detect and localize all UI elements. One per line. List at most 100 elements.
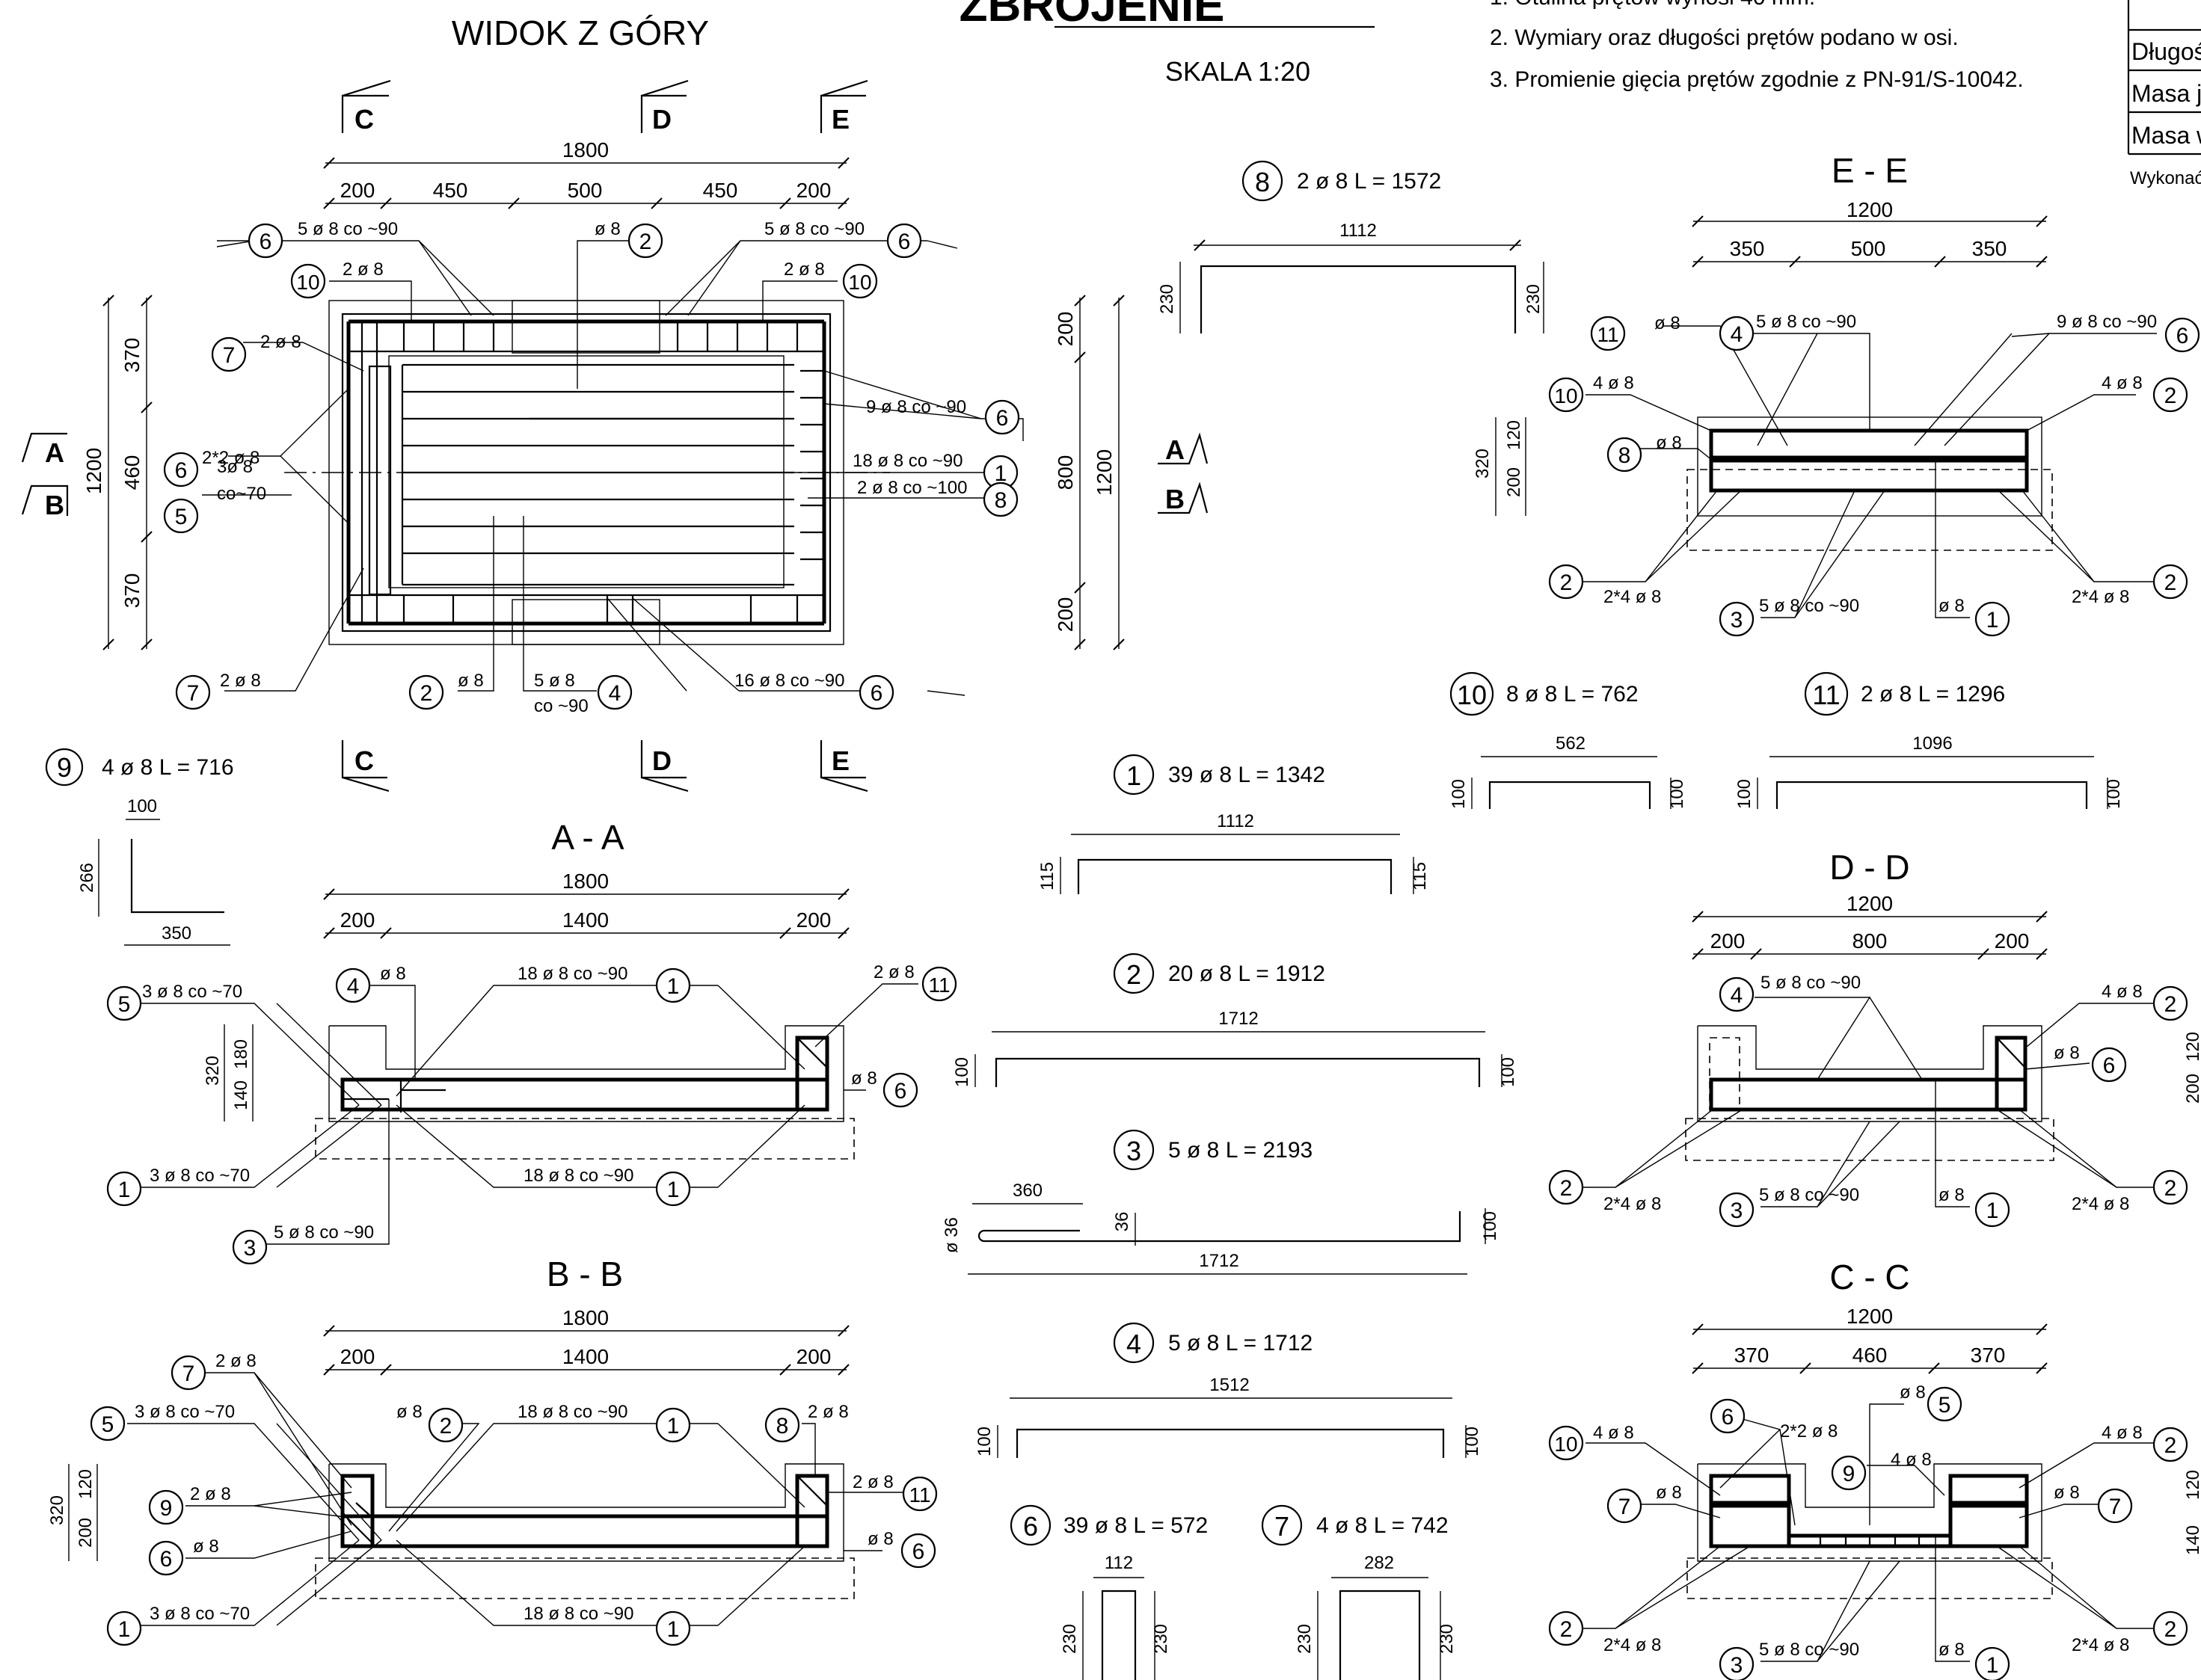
callout-11: 11 — [1590, 316, 1626, 351]
tv-label-4a: 5 ø 8 — [534, 671, 575, 691]
svg-text:9: 9 — [1843, 1462, 1855, 1486]
bar-2-number: 2 — [1126, 959, 1141, 990]
bar-10: 10 8 ø 8 L = 762 562 100 100 — [1449, 671, 1687, 809]
callout-1: 1 — [106, 1171, 142, 1207]
section-ee-title: E - E — [1832, 151, 1908, 190]
cc-label-7b: ø 8 — [2054, 1483, 2080, 1503]
tv-label-4b: co ~90 — [534, 696, 589, 716]
ee-label-1: ø 8 — [1938, 596, 1965, 616]
bar-2-dim-1: 1712 — [1218, 1009, 1258, 1029]
bar-3-dim-1: 360 — [1013, 1181, 1043, 1201]
callout-1: 1 — [1974, 601, 2010, 637]
bb-dim-6: 200 — [76, 1518, 96, 1548]
bar-3-number: 3 — [1126, 1136, 1141, 1166]
ee-label-10: 4 ø 8 — [1593, 373, 1634, 393]
bar-1-dim-3: 115 — [1410, 862, 1430, 890]
tv-label-6d: 9 ø 8 co ~90 — [866, 397, 966, 417]
cc-label-5: ø 8 — [1900, 1382, 1926, 1403]
aa-dim-1: 200 — [340, 908, 375, 932]
callout-8: 8 — [983, 481, 1019, 517]
bar-4-dim-1: 1512 — [1209, 1375, 1249, 1395]
cc-dim-5: 140 — [2183, 1525, 2201, 1555]
dim-left-3: 370 — [120, 573, 144, 609]
callout-9: 9 — [148, 1489, 184, 1525]
tv-label-6c: 2*2 ø 8 — [202, 448, 260, 468]
svg-text:B: B — [1165, 484, 1185, 514]
bb-dim-4: 320 — [47, 1495, 67, 1525]
bar-1-spec: 39 ø 8 L = 1342 — [1168, 763, 1325, 787]
callout-6: 6 — [882, 1072, 918, 1108]
callout-5: 5 — [1927, 1386, 1962, 1422]
bb-dim-5: 120 — [76, 1469, 96, 1499]
cc-dim-4: 120 — [2183, 1470, 2201, 1500]
callout-2: 2 — [428, 1407, 464, 1443]
svg-text:6: 6 — [894, 1079, 907, 1104]
cc-dim-total: 1200 — [1847, 1305, 1893, 1328]
cc-label-2c: 2*4 ø 8 — [2072, 1635, 2129, 1655]
callout-1: 1 — [655, 1171, 691, 1207]
svg-text:6: 6 — [898, 230, 911, 254]
bar-10-dim-3: 100 — [1667, 779, 1687, 809]
svg-text:11: 11 — [1597, 323, 1618, 346]
aa-label-11: 2 ø 8 — [874, 962, 915, 982]
tv-label-6b: 5 ø 8 co ~90 — [764, 219, 865, 239]
ee-label-11: ø 8 — [1654, 313, 1680, 333]
callout-2: 2 — [2152, 1427, 2188, 1462]
section-e-e: E - E 1200 350 500 350 320 120 200 — [1473, 151, 2200, 637]
ee-dim-2: 500 — [1851, 237, 1886, 260]
svg-text:1: 1 — [1986, 608, 1999, 633]
ee-dim-6: 200 — [1504, 467, 1524, 497]
callout-7: 7 — [2097, 1488, 2133, 1524]
svg-text:1: 1 — [667, 1178, 680, 1202]
dd-dim-3: 200 — [1995, 929, 2030, 953]
svg-text:B: B — [45, 490, 64, 520]
ee-dim-total: 1200 — [1847, 198, 1893, 221]
cc-label-2b: 2*4 ø 8 — [1603, 1635, 1661, 1655]
bar-1-number: 1 — [1126, 760, 1141, 791]
callout-1: 1 — [1974, 1646, 2010, 1680]
svg-text:8: 8 — [995, 488, 1007, 513]
ee-label-8: ø 8 — [1656, 433, 1682, 453]
svg-text:1: 1 — [667, 1414, 680, 1439]
bar-3-spec: 5 ø 8 L = 2193 — [1168, 1138, 1313, 1163]
svg-text:A: A — [45, 437, 64, 468]
callout-6: 6 — [900, 1533, 936, 1569]
tv-label-10b: 2 ø 8 — [784, 259, 825, 280]
aa-dim-2: 1400 — [562, 908, 609, 932]
bar-7-spec: 4 ø 8 L = 742 — [1316, 1513, 1449, 1538]
svg-text:2: 2 — [2164, 1176, 2177, 1201]
callout-4: 4 — [1719, 316, 1755, 351]
bar-8: 8 2 ø 8 L = 1572 1112 230 230 — [1157, 160, 1544, 333]
bar-6-dim-1: 112 — [1105, 1553, 1133, 1573]
dim-left-1: 370 — [120, 338, 144, 373]
dim-left-total: 1200 — [82, 448, 105, 494]
dd-label-4: 5 ø 8 co ~90 — [1761, 973, 1861, 993]
svg-text:1: 1 — [1986, 1199, 1999, 1223]
callout-3: 3 — [232, 1229, 268, 1265]
bar-7-dim-3: 230 — [1437, 1624, 1457, 1654]
side-dim-1: 200 — [1054, 312, 1077, 347]
tv-label-10a: 2 ø 8 — [343, 259, 384, 280]
svg-text:6: 6 — [1722, 1405, 1734, 1430]
svg-text:E: E — [832, 745, 850, 776]
dd-dim-total: 1200 — [1847, 892, 1893, 915]
callout-7: 7 — [171, 1355, 206, 1391]
aa-dim-4: 320 — [203, 1056, 223, 1086]
bb-label-9: 2 ø 8 — [190, 1484, 231, 1504]
svg-text:3: 3 — [1731, 608, 1743, 633]
aa-label-1a: 18 ø 8 co ~90 — [518, 964, 627, 984]
bar-4-dim-2: 100 — [974, 1427, 995, 1456]
callout-6: 6 — [148, 1540, 184, 1576]
callout-2: 2 — [2152, 1169, 2188, 1205]
section-mark-e-bottom: E — [820, 740, 868, 793]
svg-text:3: 3 — [1731, 1653, 1743, 1678]
callout-1: 1 — [106, 1610, 142, 1646]
callout-9: 9 — [1831, 1455, 1867, 1491]
bar-9-number: 9 — [57, 752, 72, 783]
svg-text:6: 6 — [871, 681, 883, 706]
svg-text:1: 1 — [118, 1617, 131, 1642]
dd-label-2b: 2*4 ø 8 — [1603, 1194, 1661, 1214]
aa-label-1b: 3 ø 8 co ~70 — [150, 1166, 250, 1186]
callout-6: 6 — [2091, 1047, 2127, 1083]
callout-5: 5 — [163, 498, 199, 534]
